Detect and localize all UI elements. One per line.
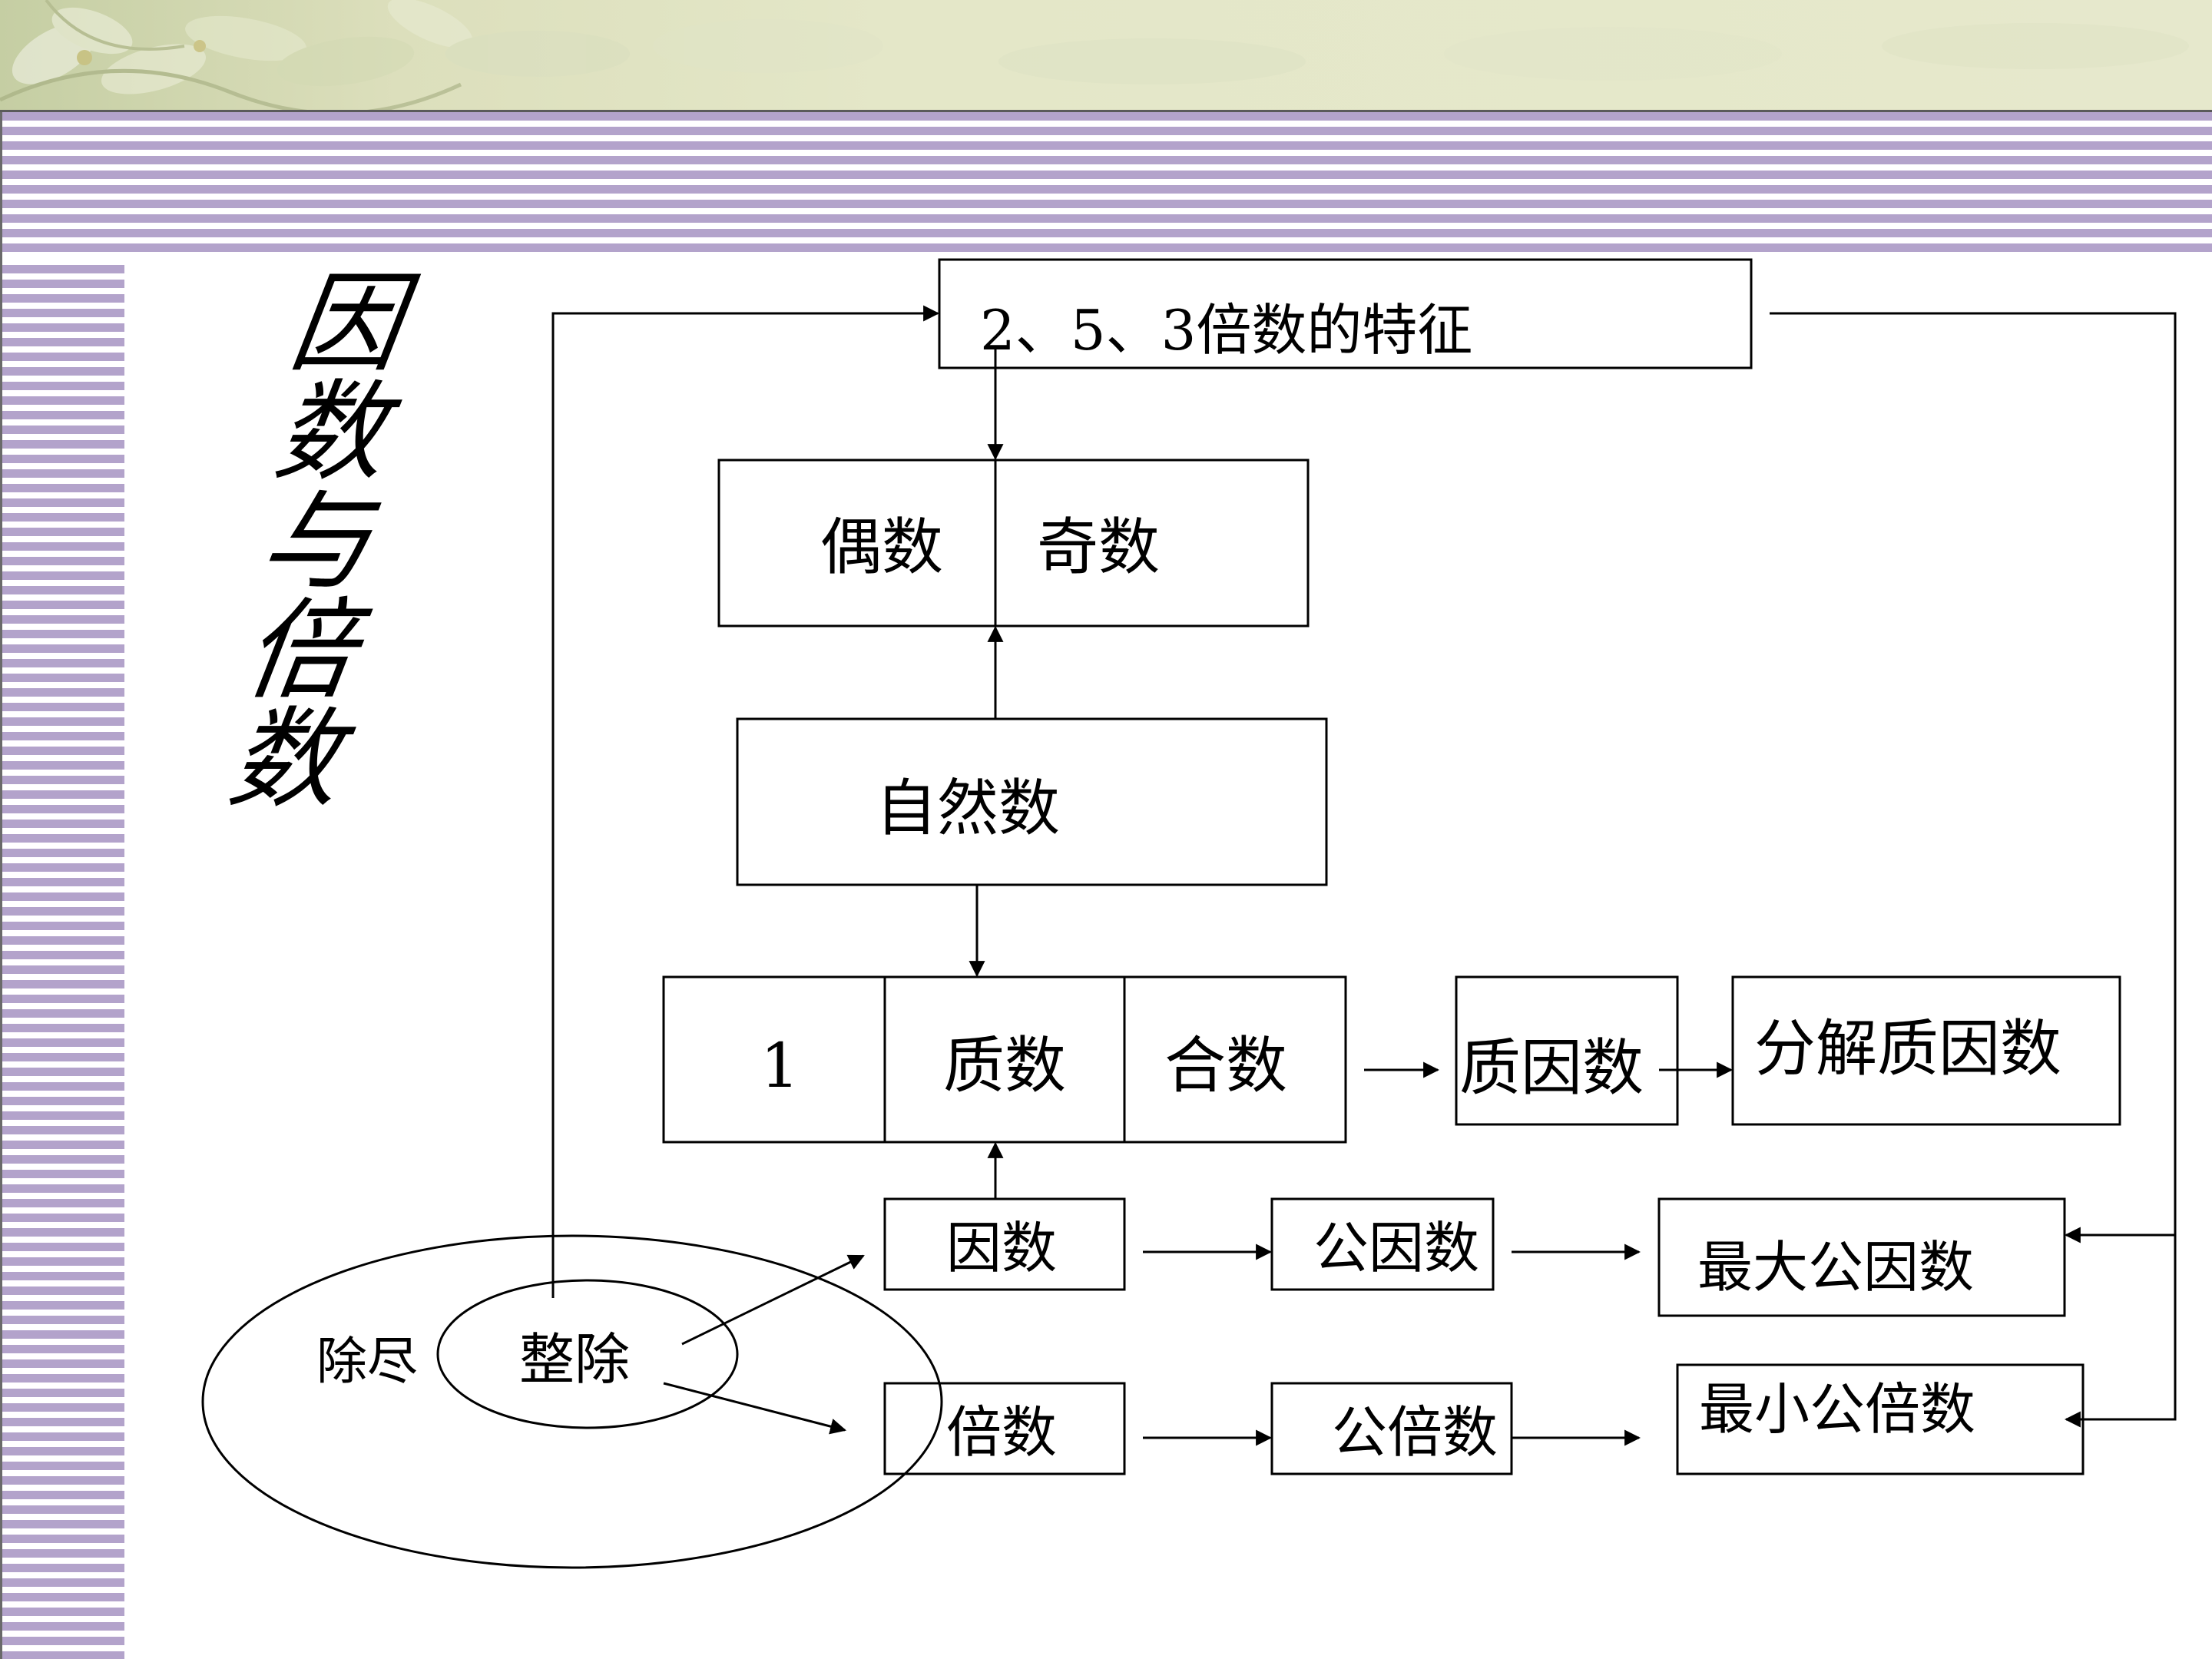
common-factor-label: 公因数 [1313,1216,1479,1280]
composite-label: 合数 [1164,1030,1287,1101]
horizontal-stripes [0,112,2212,258]
even-odd-box [717,459,1310,628]
odd-label: 奇数 [1037,512,1160,583]
features-label: 2、5、3倍数的特征 [980,298,1472,363]
one-prime-composite-box [662,975,1347,1144]
prime-label: 质数 [943,1030,1066,1101]
factorize-label: 分解质因数 [1754,1013,2061,1084]
natural-label: 自然数 [876,773,1060,844]
gcf-label: 最大公因数 [1697,1235,1974,1300]
floral-banner [0,0,2212,111]
divisible-inner-ellipse [436,1279,739,1429]
divisible-outer-label: 除尽 [316,1332,418,1391]
gcf-box [1657,1197,2066,1317]
factorize-box [1731,975,2121,1126]
multiple-label: 倍数 [946,1400,1057,1465]
multiple-box [883,1382,1126,1475]
factor-label: 因数 [946,1216,1057,1280]
left-edge-line [0,112,2,1659]
arrow-divisible-to-multiple [663,1382,847,1435]
one-label: 1 [760,1030,800,1101]
prime-factor-label: 质因数 [1459,1032,1644,1104]
arrow-features-to-lcm [1770,312,2177,1428]
arrow-divisible-to-features [551,305,940,1298]
vertical-stripes [0,265,124,1659]
divisible-outer-ellipse [201,1234,943,1569]
common-multiple-label: 公倍数 [1332,1400,1498,1465]
divisible-inner-label: 整除 [519,1327,630,1392]
natural-box [736,717,1328,886]
even-label: 偶数 [820,512,943,583]
floral-decoration [0,0,2189,111]
arrow-divisible-to-factor [681,1254,865,1346]
banner-divider [0,110,2212,112]
lcm-label: 最小公倍数 [1699,1377,1975,1442]
factor-box [883,1197,1126,1291]
common-multiple-box [1270,1382,1513,1475]
prime-factor-box [1455,975,1679,1126]
